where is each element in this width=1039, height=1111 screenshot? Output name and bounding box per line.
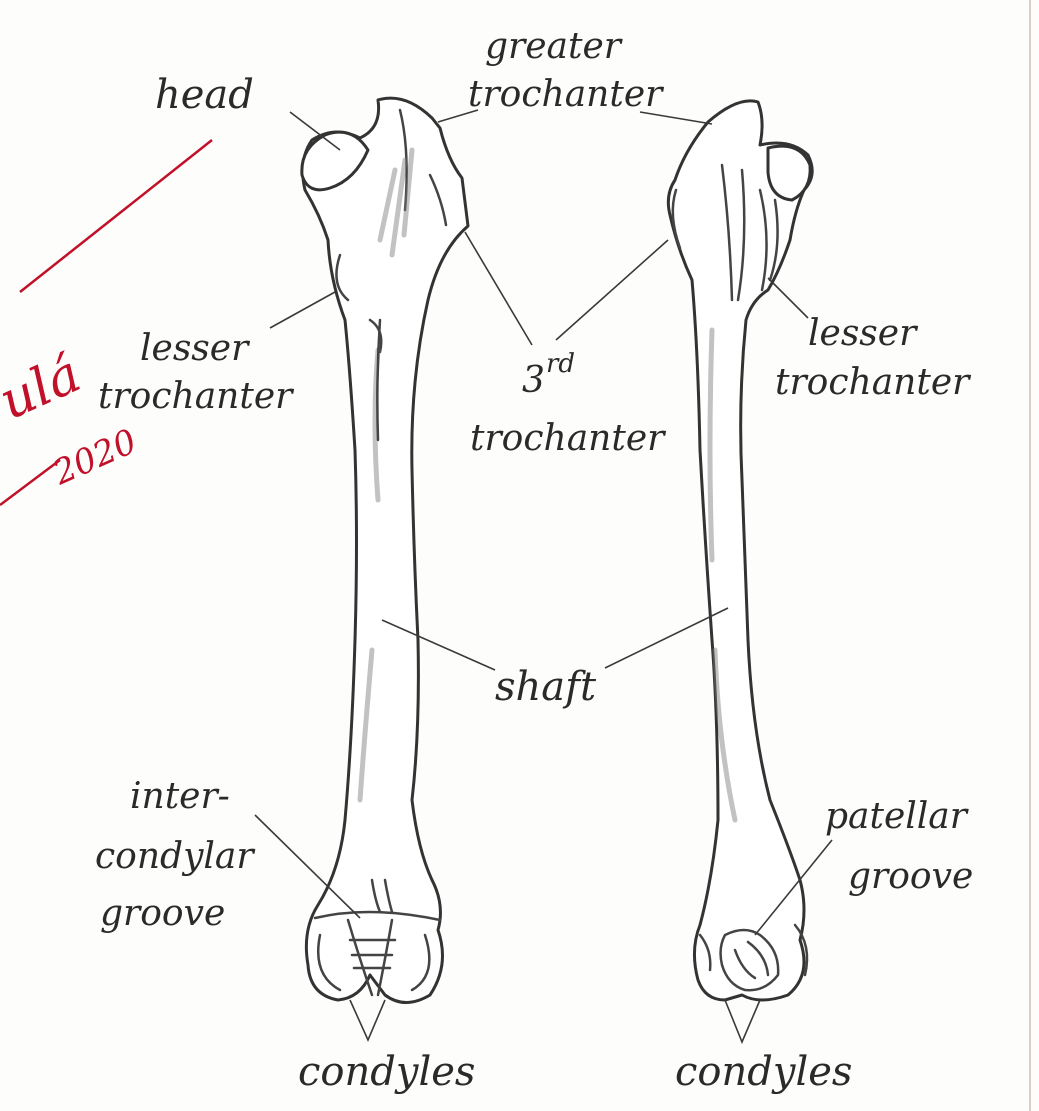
- leader-shaft-right: [605, 608, 728, 668]
- red-annotation-word: ulá: [0, 344, 89, 432]
- label-condyles-right: condyles: [675, 1049, 852, 1095]
- label-intercondylar-line1: inter-: [130, 776, 230, 817]
- red-annotation: ulá 2020: [0, 140, 212, 505]
- label-lesser-trochanter-left-line2: trochanter: [98, 376, 294, 417]
- label-shaft: shaft: [495, 664, 597, 710]
- label-head: head: [155, 72, 254, 118]
- label-intercondylar-line3: groove: [100, 893, 225, 934]
- labels: head greater trochanter lesser trochante…: [95, 26, 973, 1095]
- leader-condyles-left: [350, 1000, 385, 1040]
- leader-third-trochanter-right: [556, 240, 668, 340]
- label-condyles-left: condyles: [298, 1049, 475, 1095]
- leader-lesser-trochanter-right: [768, 278, 808, 318]
- label-third-trochanter-suffix: rd: [546, 349, 575, 379]
- label-patellar-groove-line2: groove: [848, 856, 973, 897]
- leader-third-trochanter-left: [465, 232, 532, 345]
- label-greater-trochanter-line1: greater: [485, 26, 623, 67]
- label-lesser-trochanter-right-line1: lesser: [808, 313, 918, 354]
- red-slash-line: [20, 140, 212, 292]
- label-third-trochanter-number: 3: [522, 360, 545, 401]
- label-intercondylar-line2: condylar: [95, 836, 255, 877]
- label-greater-trochanter-line2: trochanter: [468, 74, 664, 115]
- label-third-trochanter-line2: trochanter: [470, 418, 666, 459]
- leader-condyles-right: [725, 1000, 760, 1042]
- label-lesser-trochanter-right-line2: trochanter: [775, 362, 971, 403]
- label-lesser-trochanter-left-line1: lesser: [140, 328, 250, 369]
- right-femur-outline: [668, 101, 812, 1000]
- label-patellar-groove-line1: patellar: [825, 796, 969, 837]
- left-femur-outline: [303, 98, 468, 1002]
- right-femoral-head: [768, 146, 810, 200]
- right-femur: [668, 101, 812, 1000]
- leader-lesser-trochanter-left: [270, 292, 335, 328]
- red-annotation-date: 2020: [46, 421, 142, 493]
- left-femur: [302, 98, 468, 1002]
